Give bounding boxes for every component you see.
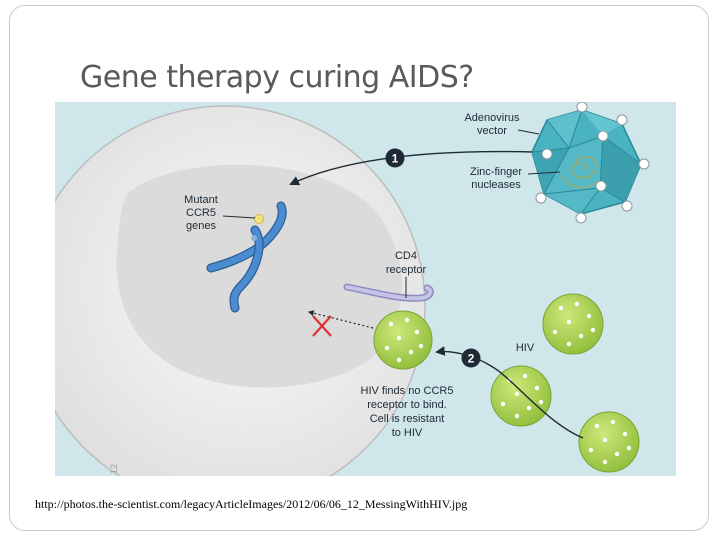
svg-text:Zinc-finger: Zinc-finger	[470, 166, 522, 178]
figure-side-text: 12	[109, 464, 119, 474]
svg-text:2: 2	[468, 352, 475, 366]
svg-text:nucleases: nucleases	[471, 179, 521, 191]
svg-text:Cell is resistant: Cell is resistant	[370, 413, 445, 425]
source-url[interactable]: http://photos.the-scientist.com/legacyAr…	[35, 497, 468, 511]
blocked-binding-arrow	[307, 310, 374, 329]
step-1-badge: 1	[385, 148, 405, 168]
svg-text:vector: vector	[477, 125, 507, 137]
svg-text:receptor: receptor	[386, 264, 427, 276]
figure-svg: Mutant CCR5 genes 1	[55, 102, 676, 476]
adenovirus-icon	[531, 102, 650, 224]
svg-text:genes: genes	[186, 220, 216, 232]
resistance-caption: HIV finds no CCR5 receptor to bind. Cell…	[361, 385, 454, 439]
cd4-receptor-label: CD4 receptor	[386, 250, 427, 298]
delivery-arrow	[289, 150, 534, 186]
svg-text:HIV finds no CCR5: HIV finds no CCR5	[361, 385, 454, 397]
svg-text:CD4: CD4	[395, 250, 417, 262]
slide-title: Gene therapy curing AIDS?	[80, 60, 474, 95]
zinc-finger-label: Zinc-finger nucleases	[470, 166, 561, 191]
gene-therapy-figure: Mutant CCR5 genes 1	[55, 102, 676, 476]
svg-text:receptor to bind.: receptor to bind.	[367, 399, 447, 411]
hiv-label: HIV	[516, 342, 535, 354]
blocked-x-icon	[312, 315, 332, 337]
chromosome-icon	[206, 201, 287, 313]
mutant-pointer-line	[222, 215, 256, 219]
svg-text:Adenovirus: Adenovirus	[464, 112, 520, 124]
hiv-virus-icon-top	[542, 293, 604, 355]
svg-text:1: 1	[392, 152, 399, 166]
hiv-virus-icon-middle	[490, 365, 552, 427]
svg-text:to HIV: to HIV	[392, 427, 423, 439]
hiv-approach-arrow	[435, 346, 584, 439]
mutant-ccr5-label: Mutant CCR5 genes	[184, 194, 256, 232]
hiv-virus-icon-docked	[373, 310, 433, 370]
svg-text:CCR5: CCR5	[186, 207, 216, 219]
adenovirus-vector-label: Adenovirus vector	[464, 112, 540, 137]
svg-text:Mutant: Mutant	[184, 194, 218, 206]
step-2-badge: 2	[461, 348, 481, 368]
nucleus	[116, 164, 402, 388]
hiv-virus-icon-bottom	[578, 411, 640, 473]
